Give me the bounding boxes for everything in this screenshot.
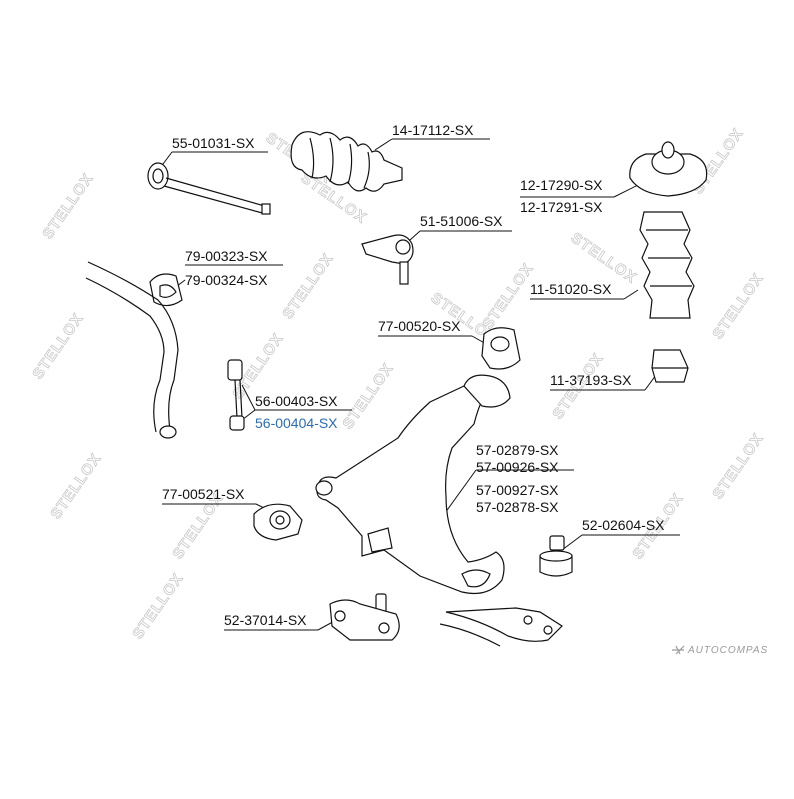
ball-joint-left-part [329, 593, 400, 641]
watermark-3: STELLOX [29, 310, 87, 382]
leader-stab-link-tip-a [241, 384, 256, 411]
watermark-10: STELLOX [479, 260, 537, 332]
labels: 55-01031-SX 14-17112-SX 12-17290-SX 12-1… [162, 122, 665, 628]
ball-joint-right-part [539, 535, 573, 577]
watermark-8: STELLOX [339, 360, 397, 432]
label-boot[interactable]: 14-17112-SX [392, 122, 474, 138]
tie-rod-end-part [361, 234, 414, 285]
stab-bushing-part [149, 273, 183, 307]
label-tie-rod[interactable]: 55-01031-SX [172, 135, 255, 151]
control-arm-part [315, 374, 511, 595]
leader-dust-cover-tip [623, 289, 639, 300]
leader-ball-joint-right-tip [561, 534, 583, 551]
label-tie-rod-end[interactable]: 51-51006-SX [420, 213, 503, 229]
label-bump-stop[interactable]: 11-37193-SX [550, 372, 632, 388]
label-arm-bushing-front[interactable]: 77-00521-SX [162, 486, 245, 502]
label-bushing-b[interactable]: 79-00324-SX [185, 272, 268, 288]
brand-logo-icon [672, 645, 685, 655]
part-drawings [85, 131, 708, 647]
label-control-arm-d[interactable]: 57-02878-SX [476, 499, 559, 515]
arm-bushing-rear-part [481, 327, 521, 370]
watermark-14: STELLOX [709, 270, 767, 342]
leader-top-mount-tip [613, 184, 639, 198]
boot-part [290, 131, 403, 192]
arm-bushing-front-part [253, 503, 303, 541]
label-arm-bushing-rear[interactable]: 77-00520-SX [378, 318, 461, 334]
leader-boot-tip [374, 138, 393, 151]
label-stab-link-b[interactable]: 56-00404-SX [255, 415, 338, 431]
watermark-2: STELLOX [47, 450, 105, 522]
watermark-7: STELLOX [279, 250, 337, 322]
bump-stop-part [651, 349, 689, 383]
brand-text: AUTOCOMPAS [688, 645, 769, 656]
label-bushing-a[interactable]: 79-00323-SX [185, 248, 268, 264]
label-top-mount-b[interactable]: 12-17291-SX [520, 199, 603, 215]
label-control-arm-b[interactable]: 57-00926-SX [476, 459, 559, 475]
label-top-mount-a[interactable]: 12-17290-SX [520, 177, 603, 193]
watermark-4: STELLOX [129, 570, 187, 642]
label-control-arm-a[interactable]: 57-02879-SX [476, 442, 559, 458]
stab-link-part [159, 359, 245, 439]
label-ball-joint-right[interactable]: 52-02604-SX [582, 517, 665, 533]
label-dust-cover[interactable]: 11-51020-SX [530, 281, 612, 297]
top-mount-part [629, 141, 708, 197]
label-stab-link-a[interactable]: 56-00403-SX [255, 393, 338, 409]
watermark-layer: STELLOX STELLOX STELLOX STELLOX STELLOX … [29, 125, 767, 643]
leader-tie-rod-end-tip [409, 230, 421, 241]
tie-rod-part [147, 162, 271, 215]
watermark-11: STELLOX [568, 229, 640, 287]
label-ball-joint-left[interactable]: 52-37014-SX [224, 612, 307, 628]
watermark-1: STELLOX [39, 170, 97, 242]
label-control-arm-c[interactable]: 57-00927-SX [476, 482, 559, 498]
dust-cover-part [639, 211, 695, 319]
watermark-15: STELLOX [709, 430, 767, 502]
stab-bar-part [85, 261, 179, 433]
knuckle-part [439, 607, 563, 647]
